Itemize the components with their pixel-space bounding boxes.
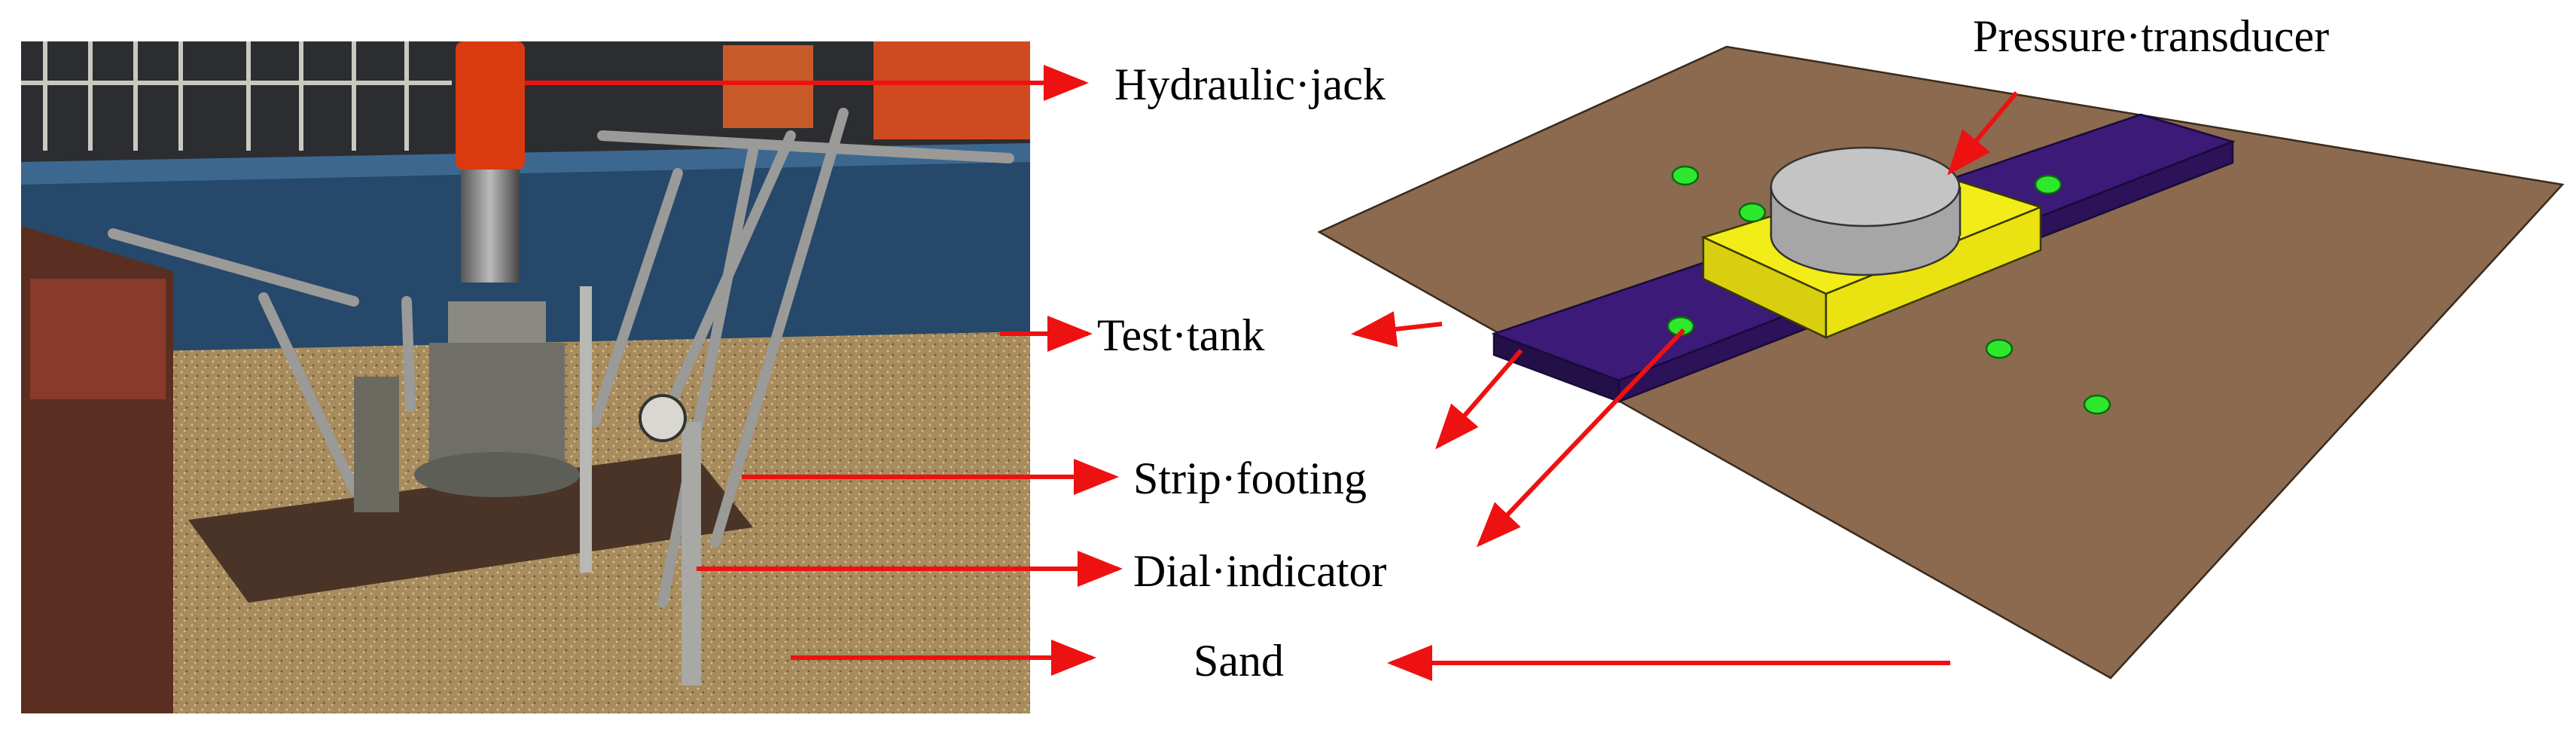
- test-setup-photo: [21, 41, 1030, 713]
- loading-plate-side: [1825, 206, 2042, 339]
- footing-base-plate: [188, 452, 753, 603]
- dial-indicator-gauge: [639, 394, 687, 442]
- callout-arrows: [525, 65, 2019, 681]
- dial-point: [1738, 202, 1767, 223]
- test-schematic: [1317, 45, 2565, 680]
- label-hydraulic-jack: Hydraulic·jack: [1114, 60, 1386, 109]
- dial-point: [2034, 174, 2062, 195]
- cable-bundle: [30, 279, 166, 399]
- label-test-tank: Test·tank: [1097, 310, 1264, 360]
- label-dial-indicator: Dial·indicator: [1133, 546, 1387, 596]
- dial-clamp: [354, 377, 399, 512]
- arrow-strip-footing-right: [1435, 349, 1523, 450]
- label-pressure-transducer: Pressure·transducer: [1973, 11, 2329, 61]
- dial-point: [1671, 165, 1700, 186]
- transducer-top: [1770, 146, 1961, 228]
- load-cylinder-base: [414, 452, 580, 497]
- dial-point: [1985, 338, 2014, 359]
- arrow-dial-indicator-right: [1476, 328, 1686, 548]
- dial-indicator-points: [1666, 165, 2111, 415]
- load-cylinder: [429, 343, 565, 463]
- back-wall-item: [723, 45, 813, 128]
- dial-indicator-stem: [681, 422, 701, 686]
- label-sand: Sand: [1193, 636, 1284, 686]
- dial-point: [2083, 394, 2111, 415]
- dial-indicator-stem: [580, 286, 592, 573]
- load-cylinder: [448, 301, 546, 347]
- sand-plate: [1317, 45, 2565, 680]
- strip-end: [1492, 332, 1620, 403]
- back-wall-item: [873, 41, 1030, 139]
- label-strip-footing: Strip·footing: [1133, 454, 1367, 503]
- arrow-test-tank-right: [1351, 311, 1443, 347]
- hydraulic-jack-body: [456, 41, 525, 170]
- window-grill: [21, 41, 452, 151]
- support-rods: [108, 108, 1014, 608]
- jack-piston: [461, 170, 520, 283]
- arrow-pressure-transducer: [1947, 91, 2019, 176]
